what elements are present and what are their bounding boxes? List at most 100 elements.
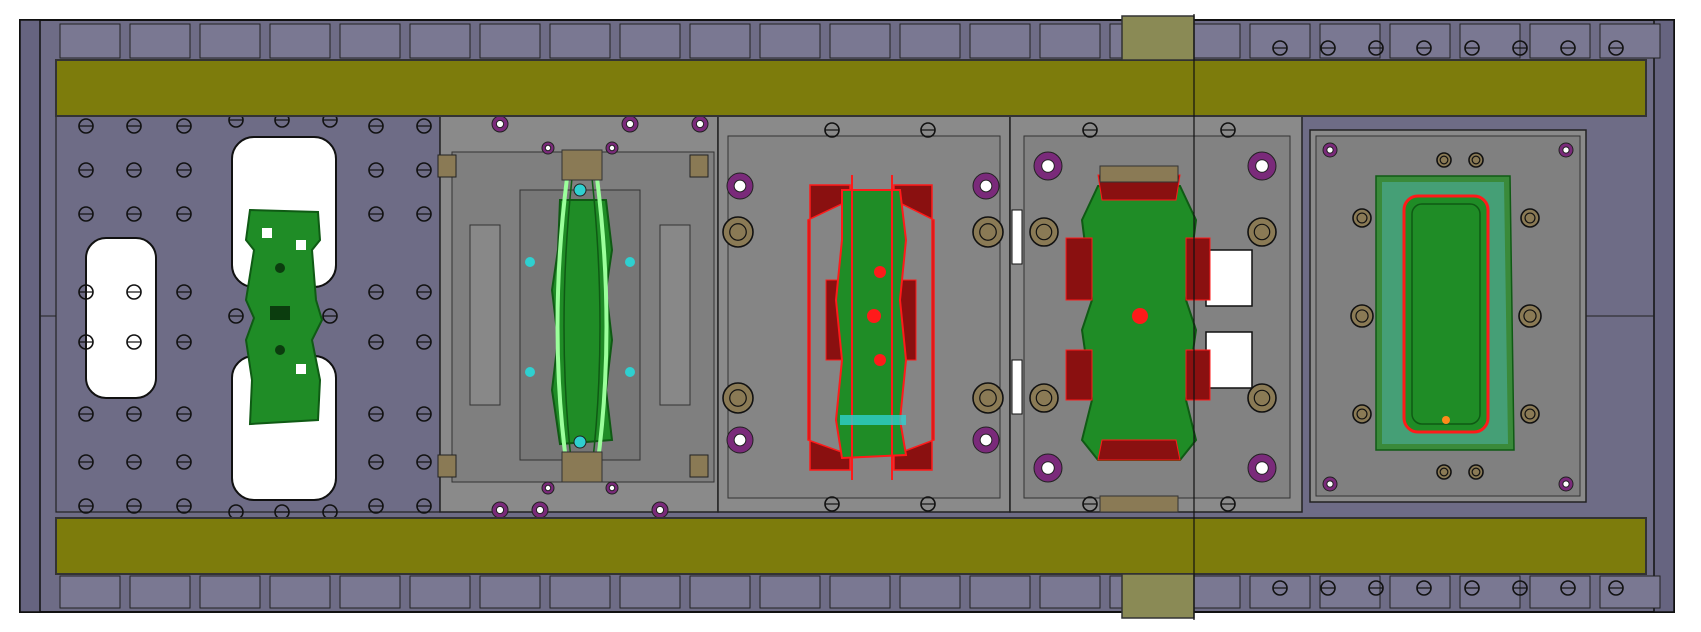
rib-bottom <box>689 575 751 609</box>
rib-top <box>759 23 821 59</box>
guide-pin-ring <box>1524 212 1536 224</box>
guide-pin <box>722 382 754 414</box>
rib-top <box>1389 23 1451 59</box>
magenta-bolt-center <box>625 119 635 129</box>
flange-station <box>1009 113 1303 513</box>
guide-pin <box>722 216 754 248</box>
guide-pin-ring <box>1355 309 1369 323</box>
rib-bottom <box>1459 575 1521 609</box>
blank-part <box>244 208 324 426</box>
blank-station <box>55 111 441 520</box>
guide-pin <box>1520 208 1540 228</box>
rib-top <box>59 23 121 59</box>
rib-bottom <box>759 575 821 609</box>
guide-pin-ring <box>1471 155 1481 165</box>
guide-pin-ring <box>729 223 747 241</box>
guide-pin <box>1468 464 1484 480</box>
guide-pin <box>972 216 1004 248</box>
rib-top <box>1599 23 1661 59</box>
magenta-bolt-center <box>608 484 616 492</box>
rib-top <box>269 23 331 59</box>
guide-pin-ring <box>979 389 997 407</box>
rib-bottom <box>899 575 961 609</box>
guide-pins <box>1029 122 1277 512</box>
magenta-bolt-center <box>1255 159 1269 173</box>
guide-pin-ring <box>1035 223 1053 241</box>
top-rail <box>55 59 1647 117</box>
rib-bottom <box>129 575 191 609</box>
guide-pin-ring <box>729 389 747 407</box>
rib-top <box>619 23 681 59</box>
guide-pin-ring <box>1524 408 1536 420</box>
magenta-bolt-center <box>655 505 665 515</box>
rib-top <box>1529 23 1591 59</box>
guide-pin <box>1520 404 1540 424</box>
rib-top <box>1249 23 1311 59</box>
guide-pin-ring <box>979 223 997 241</box>
rib-top <box>969 23 1031 59</box>
guide-pin-ring <box>1356 212 1368 224</box>
rib-bottom <box>269 575 331 609</box>
rib-bottom <box>549 575 611 609</box>
rib-bottom <box>829 575 891 609</box>
rib-top <box>409 23 471 59</box>
magenta-bolt-center <box>1041 159 1055 173</box>
guide-pin-ring <box>1523 309 1537 323</box>
window-left <box>85 237 157 399</box>
guide-pin-ring <box>1439 467 1449 477</box>
rib-bottom <box>1599 575 1661 609</box>
guide-pin <box>1436 152 1452 168</box>
rib-top <box>129 23 191 59</box>
rib-bottom <box>1389 575 1451 609</box>
rib-bottom <box>619 575 681 609</box>
rib-top <box>829 23 891 59</box>
rib-bottom <box>339 575 401 609</box>
magenta-bolt-center <box>608 144 616 152</box>
rib-top <box>899 23 961 59</box>
draw-station <box>437 113 719 519</box>
guide-pin-ring <box>1253 389 1271 407</box>
guide-pin-ring <box>1253 223 1271 241</box>
guide-pin <box>1352 404 1372 424</box>
magenta-bolt-center <box>733 433 747 447</box>
magenta-bolt-center <box>695 119 705 129</box>
rib-top <box>689 23 751 59</box>
guide-pin <box>1247 383 1277 413</box>
magenta-bolt-center <box>495 119 505 129</box>
magenta-bolt-center <box>979 433 993 447</box>
rib-bottom <box>199 575 261 609</box>
rib-top <box>1039 23 1101 59</box>
magenta-bolt-center <box>535 505 545 515</box>
guide-pin <box>1352 208 1372 228</box>
guide-pin <box>1029 217 1059 247</box>
magenta-bolt-center <box>544 484 552 492</box>
guide-pin <box>1350 304 1374 328</box>
rib-bottom <box>1039 575 1101 609</box>
guide-pins <box>1322 142 1574 492</box>
magenta-bolt-center <box>733 179 747 193</box>
magenta-bolt-center <box>1255 461 1269 475</box>
restrike-station <box>1309 129 1587 503</box>
magenta-bolt-center <box>1562 146 1570 154</box>
rib-bottom <box>969 575 1031 609</box>
guide-pin-ring <box>1035 389 1053 407</box>
magenta-bolt-center <box>1326 480 1334 488</box>
center-strap <box>1121 14 1195 620</box>
rib-top <box>199 23 261 59</box>
guide-pin <box>972 382 1004 414</box>
guide-pin-ring <box>1439 155 1449 165</box>
guide-pin-ring <box>1356 408 1368 420</box>
rib-top <box>549 23 611 59</box>
guide-pin <box>1247 217 1277 247</box>
rib-top <box>479 23 541 59</box>
trim-station <box>717 113 1011 513</box>
magenta-bolt-center <box>979 179 993 193</box>
magenta-bolt-center <box>1326 146 1334 154</box>
magenta-bolt-center <box>495 505 505 515</box>
rib-bottom <box>59 575 121 609</box>
rib-bottom <box>409 575 471 609</box>
rib-top <box>339 23 401 59</box>
guide-pin <box>1029 383 1059 413</box>
